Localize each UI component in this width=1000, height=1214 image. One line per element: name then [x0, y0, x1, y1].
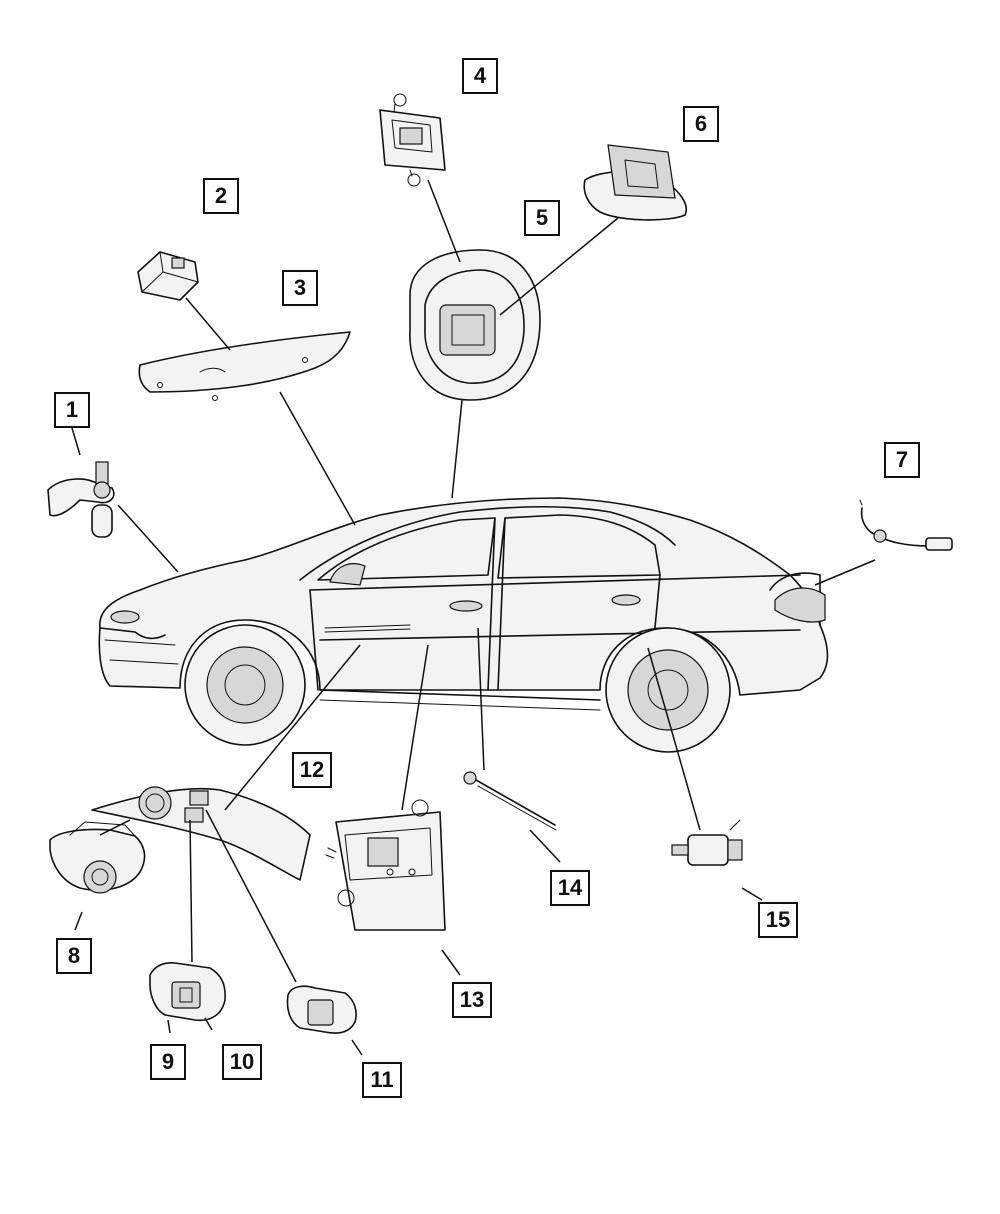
- car-side-view: [98, 497, 829, 753]
- callout-11: 11: [362, 1062, 402, 1098]
- callout-2: 2: [203, 178, 239, 214]
- part-11-switch: [286, 985, 357, 1034]
- callout-12: 12: [292, 752, 332, 788]
- part-8-switch-control: [49, 821, 146, 894]
- callout-5: 5: [524, 200, 560, 236]
- callout-7: 7: [884, 442, 920, 478]
- part-4-switch-module: [379, 93, 446, 187]
- part-13-control-module: [325, 799, 446, 931]
- part-2-module: [137, 251, 199, 301]
- part-12-door-switch-panel: [91, 786, 311, 881]
- callout-8: 8: [56, 938, 92, 974]
- part-15-plunger-switch: [671, 819, 743, 866]
- callout-15: 15: [758, 902, 798, 938]
- part-14-rod: [463, 771, 557, 831]
- callout-1: 1: [54, 392, 90, 428]
- leader-lines: [71, 179, 876, 1056]
- callout-6: 6: [683, 106, 719, 142]
- callout-14: 14: [550, 870, 590, 906]
- callout-10: 10: [222, 1044, 262, 1080]
- part-3-trim-panel: [138, 331, 351, 401]
- part-6-lamp-housing: [583, 144, 687, 221]
- part-5-steering-hub: [409, 249, 541, 401]
- callout-3: 3: [282, 270, 318, 306]
- part-9-10-switch: [149, 962, 226, 1022]
- part-1-sensor: [47, 461, 115, 538]
- callout-13: 13: [452, 982, 492, 1018]
- callout-4: 4: [462, 58, 498, 94]
- part-7-cable-sensor: [859, 499, 953, 551]
- callout-9: 9: [150, 1044, 186, 1080]
